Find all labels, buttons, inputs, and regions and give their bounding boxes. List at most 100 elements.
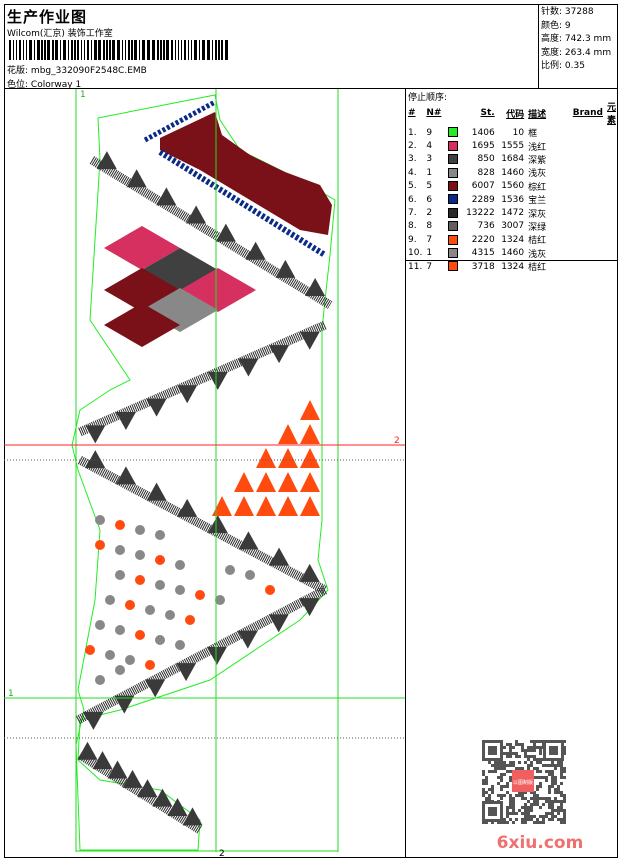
qr-module <box>563 749 566 752</box>
zigzag-band-1-triangle <box>186 205 207 224</box>
color-swatch <box>447 140 458 151</box>
row-desc: 深绿 <box>528 222 547 233</box>
row-desc: 宝兰 <box>528 196 547 207</box>
orange-triangle <box>234 472 254 492</box>
row-swatch <box>446 166 463 179</box>
qr-module <box>533 749 536 752</box>
flower-motif <box>175 585 185 595</box>
zigzag-band-2-triangle <box>115 411 136 430</box>
flower-motif <box>175 640 185 650</box>
zigzag-band-1-triangle <box>245 241 266 260</box>
qr-module <box>530 755 533 758</box>
flower-motif <box>105 650 115 660</box>
qr-module <box>539 752 542 755</box>
flower-motif <box>155 635 165 645</box>
qr-module <box>506 809 509 812</box>
flower-motif <box>95 515 105 525</box>
qr-module <box>548 770 551 773</box>
qr-module <box>521 749 524 752</box>
blue-edge-top <box>143 99 217 143</box>
qr-module <box>560 803 563 806</box>
qr-module <box>527 806 530 809</box>
color-swatch <box>447 167 458 178</box>
color-row: 9. 7 2220 1324 桔红 <box>406 233 618 246</box>
qr-module <box>560 821 563 824</box>
qr-module <box>497 764 500 767</box>
zigzag-band-3-triangle <box>269 547 290 566</box>
qr-module <box>533 797 536 800</box>
qr-module <box>548 788 551 791</box>
qr-module <box>482 794 485 797</box>
zigzag-band-5-triangle <box>92 751 113 770</box>
color-row: 3. 3 850 1684 深紫 <box>406 153 618 166</box>
color-swatch <box>447 194 458 205</box>
qr-module <box>554 797 557 800</box>
flower-motif <box>85 645 95 655</box>
qr-module <box>521 794 524 797</box>
qr-module <box>494 770 497 773</box>
qr-module <box>521 806 524 809</box>
row-code: 1460 <box>501 167 525 178</box>
qr-module <box>548 797 551 800</box>
qr-module <box>539 740 542 743</box>
qr-module <box>500 761 503 764</box>
qr-module <box>557 812 560 815</box>
qr-module <box>530 740 533 743</box>
qr-module <box>548 791 551 794</box>
qr-module <box>497 821 500 824</box>
zigzag-band-1-triangle <box>96 151 117 170</box>
qr-module <box>536 800 539 803</box>
page-frame <box>4 4 618 858</box>
row-code: 1536 <box>501 194 525 205</box>
qr-module <box>518 743 521 746</box>
row-stitches: 2289 <box>471 194 495 205</box>
qr-module <box>527 764 530 767</box>
qr-module <box>548 764 551 767</box>
zigzag-band-4 <box>75 586 328 724</box>
zigzag-band-1-triangle <box>275 259 296 278</box>
qr-module <box>524 803 527 806</box>
zigzag-band-2-triangle <box>177 385 198 404</box>
color-swatch <box>447 247 458 258</box>
qr-module <box>560 806 563 809</box>
qr-module <box>542 803 545 806</box>
qr-module <box>560 791 563 794</box>
qr-module <box>506 815 509 818</box>
qr-module <box>545 797 548 800</box>
design-label: 花版: <box>7 66 29 76</box>
zigzag-band-1-triangle <box>156 187 177 206</box>
row-stitches: 13222 <box>466 208 495 219</box>
qr-module <box>527 767 530 770</box>
qr-finder <box>549 746 558 755</box>
qr-module <box>497 794 500 797</box>
zigzag-band-4-triangle <box>206 646 227 665</box>
orange-triangle <box>278 448 298 468</box>
header: 生产作业图 Wilcom(汇京) 装饰工作室 花版: mbg_332090F25… <box>4 4 618 90</box>
qr-module <box>497 776 500 779</box>
flower-motif <box>245 570 255 580</box>
qr-module <box>512 812 515 815</box>
color-row: 10. 1 4315 1460 浅灰 <box>406 247 618 260</box>
qr-module <box>524 761 527 764</box>
qr-module <box>542 764 545 767</box>
orange-triangle <box>300 472 320 492</box>
flower-motif <box>155 530 165 540</box>
qr-module <box>482 773 485 776</box>
watermark-stamp: 以图制版 <box>513 779 533 786</box>
qr-module <box>485 791 488 794</box>
qr-module <box>554 791 557 794</box>
col-index: # <box>408 108 416 118</box>
qr-module <box>485 776 488 779</box>
row-code: 1324 <box>501 234 525 245</box>
qr-module <box>551 800 554 803</box>
qr-module <box>563 770 566 773</box>
qr-module <box>521 797 524 800</box>
row-swatch <box>446 180 463 193</box>
row-stitches: 850 <box>477 154 495 165</box>
qr-module <box>563 746 566 749</box>
col-element: 元素 <box>606 103 616 126</box>
qr-module <box>539 749 542 752</box>
flower-motif <box>125 600 135 610</box>
zigzag-band-5-triangle <box>137 779 158 798</box>
row-index: 7. <box>408 208 417 219</box>
